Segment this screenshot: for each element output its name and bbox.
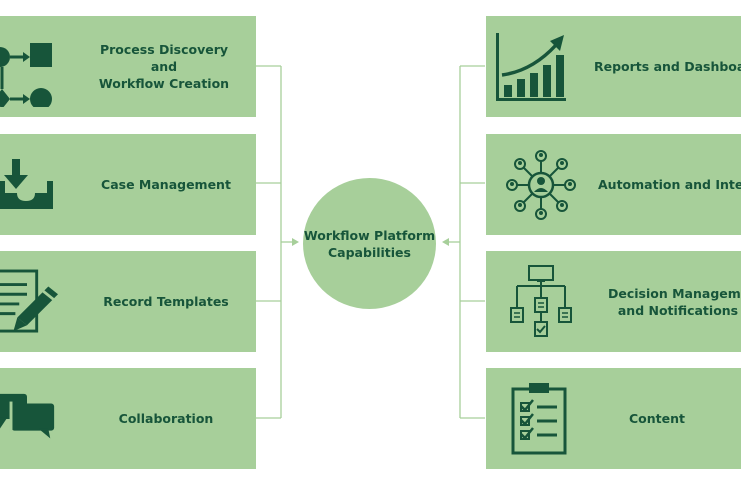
label-line: Workflow Creation	[98, 76, 230, 91]
inbox-download-icon	[0, 134, 58, 235]
card-label: Automation and Integrations	[598, 176, 741, 193]
label-line: Case Management	[101, 177, 231, 192]
decision-tree-icon	[486, 251, 596, 352]
card-process-discovery: Process Discovery and Workflow Creation	[0, 16, 256, 117]
label-line: Content	[629, 411, 685, 426]
label-line: and	[150, 59, 178, 74]
card-record-templates: Record Templates	[0, 251, 256, 352]
card-label: Record Templates	[76, 293, 256, 310]
card-content: Content	[486, 368, 741, 469]
label-line: Collaboration	[118, 411, 214, 426]
process-flow-icon	[0, 16, 56, 117]
card-collaboration: Collaboration	[0, 368, 256, 469]
card-label: Collaboration	[76, 410, 256, 427]
label-line: Record Templates	[103, 294, 229, 309]
center-capabilities-node: Workflow Platform Capabilities	[303, 178, 436, 309]
card-label: Case Management	[76, 176, 256, 193]
network-people-icon	[486, 134, 596, 235]
center-title-line1: Workflow Platform	[303, 227, 436, 243]
label-line: Process Discovery	[99, 42, 229, 57]
checklist-clipboard-icon	[486, 368, 592, 469]
card-reports-dashboards: Reports and Dashboards	[486, 16, 741, 117]
center-title-line2: Capabilities	[328, 244, 411, 260]
chat-bubbles-icon	[0, 368, 58, 469]
label-line: and Notifications	[617, 302, 739, 318]
card-decision-management: Decision Management and Notifications	[486, 251, 741, 352]
label-line: Automation and Integrations	[598, 177, 741, 192]
document-pencil-icon	[0, 251, 58, 352]
label-line: Reports and Dashboards	[594, 59, 741, 74]
growth-chart-icon	[486, 16, 578, 117]
card-automation-integrations: Automation and Integrations	[486, 134, 741, 235]
card-label: Reports and Dashboards	[594, 58, 741, 75]
card-label: Content	[602, 410, 712, 427]
card-case-management: Case Management	[0, 134, 256, 235]
card-label: Decision Management and Notifications	[608, 285, 741, 319]
card-label: Process Discovery and Workflow Creation	[74, 41, 254, 92]
label-line: Decision Management	[608, 285, 741, 301]
